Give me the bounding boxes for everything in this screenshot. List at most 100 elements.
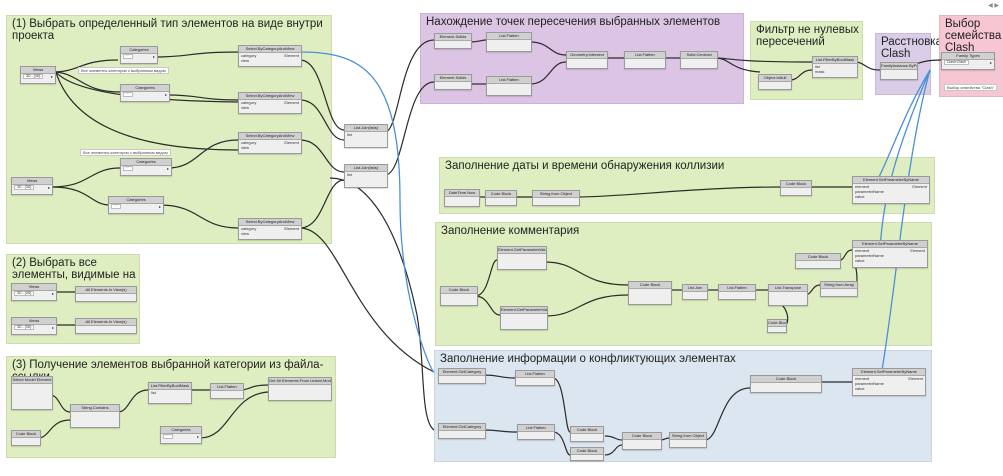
- group-2-title: (2) Выбрать все элементы, видимые на вид…: [12, 257, 136, 293]
- list-flatten-c-title: List.Flatten: [625, 52, 665, 59]
- code-block-c[interactable]: Code Block: [780, 180, 812, 196]
- code-block-a-title: Code Block: [12, 431, 40, 438]
- categories-node-b-title: Categories: [121, 85, 169, 92]
- view-dropdown[interactable]: 3D - {3D}: [23, 74, 44, 79]
- list-filter-b[interactable]: List.FilterByBoolMask list: [148, 382, 192, 404]
- family-types[interactable]: Family Types Clash:Clash▸: [941, 52, 995, 70]
- datetime-now-title: DateTime.Now: [445, 190, 479, 197]
- elem-get-cat-b[interactable]: Element.GetCategory: [438, 423, 486, 439]
- list-flatten-a[interactable]: List.Flatten: [486, 32, 532, 52]
- code-block-f[interactable]: Code Block: [795, 253, 841, 269]
- list-flatten-b-title: List.Flatten: [487, 77, 531, 84]
- elem-get-param-a[interactable]: Element.GetParameterValueByName: [497, 246, 547, 270]
- object-isnull[interactable]: Object.IsNull: [758, 74, 792, 90]
- list-flatten-f[interactable]: List.Flatten: [515, 370, 555, 386]
- family-instance[interactable]: FamilyInstance.ByPoint: [880, 62, 918, 80]
- code-block-e[interactable]: Code Block: [628, 281, 672, 305]
- geom-intersect[interactable]: Geometry.Intersect: [566, 51, 608, 69]
- views-node-c[interactable]: Views 3D - {3D}▸: [11, 283, 57, 301]
- family-type-dropdown[interactable]: Clash:Clash: [944, 60, 969, 65]
- code-block-g-title: Code Block: [768, 320, 786, 327]
- categories-node-b[interactable]: Categories ⋯▸: [120, 84, 170, 102]
- code-block-k[interactable]: Code Block: [750, 375, 822, 393]
- categories-node-c[interactable]: Categories ⋯▸: [120, 158, 172, 176]
- views-node-d[interactable]: Views 3D - {3D}▸: [11, 317, 57, 335]
- code-block-h[interactable]: Code Block: [570, 426, 604, 442]
- category-dropdown-c[interactable]: ⋯: [123, 166, 133, 171]
- elem-get-param-b[interactable]: Element.GetParameterValueByName: [500, 306, 548, 330]
- code-block-j[interactable]: Code Block: [622, 432, 662, 450]
- geom-intersect-title: Geometry.Intersect: [567, 52, 607, 59]
- string-from-array[interactable]: String from Array: [820, 281, 858, 297]
- views-node-title: Views: [21, 67, 55, 74]
- string-from-obj[interactable]: String from Object: [532, 190, 580, 206]
- string-from-obj-b-title: String from Object: [670, 433, 706, 440]
- categories-node-e[interactable]: Categories ⋯▸: [160, 426, 202, 444]
- string-contains-title: String.Contains: [71, 405, 119, 412]
- list-join-c[interactable]: List.Join: [682, 284, 708, 300]
- code-block-i[interactable]: Code Block: [570, 447, 604, 461]
- list-flatten-g-title: List.Flatten: [518, 425, 554, 432]
- elem-get-param-a-title: Element.GetParameterValueByName: [498, 247, 546, 254]
- solid-centroid[interactable]: Solid.Centroid: [680, 51, 718, 69]
- category-dropdown-e[interactable]: ⋯: [163, 434, 173, 439]
- category-dropdown-b[interactable]: ⋯: [123, 92, 133, 97]
- datetime-now[interactable]: DateTime.Now: [444, 189, 480, 207]
- canvas-nav-arrows[interactable]: ◀ ▶: [988, 3, 999, 9]
- all-elem-view-a[interactable]: All Elements In View(s): [75, 286, 137, 302]
- elem-get-cat-a[interactable]: Element.GetCategory: [438, 368, 486, 384]
- string-from-obj-b[interactable]: String from Object: [669, 432, 707, 448]
- views-node-c-title: Views: [12, 284, 56, 291]
- views-node-d-title: Views: [12, 318, 56, 325]
- list-flatten-d[interactable]: List.Flatten: [210, 383, 244, 399]
- view-dropdown-b[interactable]: 3D - {3D}: [14, 185, 35, 190]
- list-join-a[interactable]: List.Join(lists) list: [344, 124, 388, 148]
- list-transpose[interactable]: List.Transpose: [768, 284, 808, 306]
- view-dropdown-c[interactable]: 3D - {3D}: [14, 291, 35, 296]
- views-node-b[interactable]: Views 3D - {3D}▸: [11, 177, 53, 195]
- code-block-a[interactable]: Code Block: [11, 430, 41, 446]
- clash-note: Выбор семейства "Clash": [944, 84, 998, 91]
- code-block-g[interactable]: Code Block: [767, 319, 787, 333]
- categories-node-d[interactable]: Categories ⋯▸: [108, 196, 164, 214]
- category-dropdown-a[interactable]: ⋯: [123, 54, 133, 59]
- group-4-title: Нахождение точек пересечения выбранных э…: [426, 16, 721, 28]
- elem-get-cat-b-title: Element.GetCategory: [439, 424, 485, 431]
- list-flatten-c[interactable]: List.Flatten: [624, 51, 666, 69]
- list-join-b[interactable]: List.Join(lists) list: [344, 164, 388, 188]
- categories-node-a[interactable]: Categories ⋯▸: [120, 46, 158, 64]
- select-link-node[interactable]: Select Model Element: [11, 376, 53, 410]
- list-flatten-g[interactable]: List.Flatten: [517, 424, 555, 440]
- get-all-link-title: Get All Elements From Linked Model: [269, 378, 331, 385]
- elem-solids-b-title: Element.Solids: [435, 75, 471, 82]
- list-filter-bool[interactable]: List.FilterByBoolMask list mask: [812, 56, 858, 78]
- category-dropdown-d[interactable]: ⋯: [111, 204, 121, 209]
- group-6-title: Расстновка Clash: [881, 36, 942, 60]
- categories-node-e-title: Categories: [161, 427, 201, 434]
- code-block-d-title: Code Block: [441, 287, 477, 294]
- elem-solids-b[interactable]: Element.Solids: [434, 74, 472, 90]
- all-elem-view-b[interactable]: All Elements In View(s): [75, 318, 137, 334]
- code-block-b[interactable]: Code Block: [485, 190, 517, 206]
- note-a: Все элементы категории с выбранным видом: [78, 67, 169, 74]
- view-dropdown-d[interactable]: 3D - {3D}: [14, 325, 35, 330]
- list-flatten-e[interactable]: List.Flatten: [718, 284, 756, 300]
- categories-node-c-title: Categories: [121, 159, 171, 166]
- string-contains-node[interactable]: String.Contains: [70, 404, 120, 428]
- solid-centroid-title: Solid.Centroid: [681, 52, 717, 59]
- group-3-title: (3) Получение элементов выбранной катего…: [12, 359, 324, 383]
- views-node[interactable]: Views 3D - {3D}▸: [20, 66, 56, 84]
- elem-solids-a[interactable]: Element.Solids: [434, 33, 472, 49]
- list-filter-bool-title: List.FilterByBoolMask: [813, 57, 857, 64]
- list-flatten-b[interactable]: List.Flatten: [486, 76, 532, 96]
- code-block-d[interactable]: Code Block: [440, 286, 478, 306]
- get-all-link-node[interactable]: Get All Elements From Linked Model: [268, 377, 332, 401]
